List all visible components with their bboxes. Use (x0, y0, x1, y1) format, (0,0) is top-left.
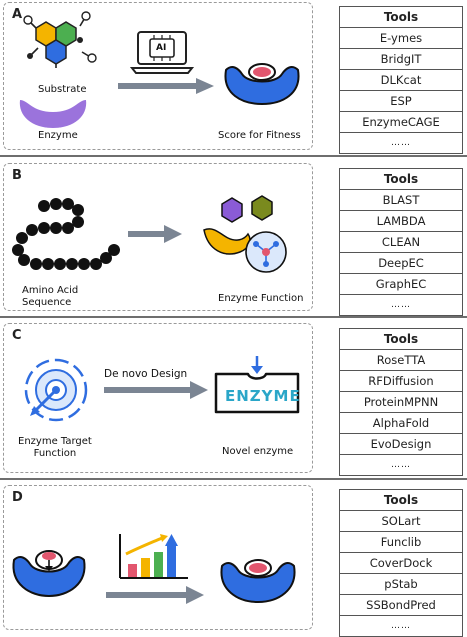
enzyme-before-icon (12, 550, 86, 598)
tool-item: ProteinMPNN (339, 391, 463, 413)
tool-item: DeepEC (339, 252, 463, 274)
tool-item: pStab (339, 573, 463, 595)
tools-table-a: Tools E-ymes BridgIT DLKcat ESP EnzymeCA… (339, 6, 463, 154)
panel-c: C (3, 323, 313, 473)
separator (0, 478, 467, 480)
panel-d: D (3, 485, 313, 630)
tools-header: Tools (339, 168, 463, 190)
enzyme-after-icon (220, 559, 296, 604)
panel-b: B (3, 163, 313, 311)
tool-item: RFDiffusion (339, 370, 463, 392)
novel-enzyme-icon (214, 356, 300, 414)
tool-item: ESP (339, 90, 463, 112)
panel-a: A (3, 2, 313, 150)
tool-item: E-ymes (339, 27, 463, 49)
panel-letter-b: B (12, 168, 22, 183)
tool-item: AlphaFold (339, 412, 463, 434)
tool-ellipsis: …… (339, 615, 463, 637)
separator (0, 316, 467, 318)
tool-item: BridgIT (339, 48, 463, 70)
tools-header: Tools (339, 328, 463, 350)
novel-enzyme-label: Novel enzyme (222, 446, 294, 457)
target-function-icon (24, 358, 88, 422)
score-label: Score for Fitness (218, 130, 301, 141)
arrow-c-icon (104, 381, 208, 399)
de-novo-label: De novo Design (104, 368, 188, 380)
tool-item: CLEAN (339, 231, 463, 253)
enzyme-blob-icon (19, 100, 87, 128)
panel-letter-c: C (12, 328, 22, 343)
amino-acid-label: Amino Acid Sequence (22, 285, 79, 308)
tools-table-d: Tools SOLart Funclib CoverDock pStab SSB… (339, 489, 463, 637)
tool-item: Funclib (339, 531, 463, 553)
tools-table-b: Tools BLAST LAMBDA CLEAN DeepEC GraphEC … (339, 168, 463, 316)
separator (0, 155, 467, 157)
arrow-d-icon (106, 586, 204, 604)
tool-item: SSBondPred (339, 594, 463, 616)
tool-item: EnzymeCAGE (339, 111, 463, 133)
enzyme-pocket-icon (224, 63, 300, 106)
improvement-chart-icon (119, 534, 188, 579)
enzyme-word-label: ENZYME (225, 387, 301, 405)
tools-header: Tools (339, 489, 463, 511)
tool-item: GraphEC (339, 273, 463, 295)
panel-letter-a: A (12, 7, 23, 22)
ai-laptop-icon (129, 31, 195, 74)
tool-item: CoverDock (339, 552, 463, 574)
enzyme-function-label: Enzyme Function (218, 293, 304, 304)
arrow-a-icon (118, 78, 214, 94)
target-function-label: Enzyme Target Function (18, 436, 92, 459)
enzyme-function-icon (203, 195, 287, 273)
tools-table-c: Tools RoseTTA RFDiffusion ProteinMPNN Al… (339, 328, 463, 476)
tool-item: EvoDesign (339, 433, 463, 455)
substrate-label: Substrate (38, 84, 87, 95)
tool-item: SOLart (339, 510, 463, 532)
enzyme-label: Enzyme (38, 130, 78, 141)
tool-ellipsis: …… (339, 294, 463, 316)
tool-item: LAMBDA (339, 210, 463, 232)
substrate-molecule-icon (23, 11, 97, 68)
panel-letter-d: D (12, 490, 23, 505)
tool-item: RoseTTA (339, 349, 463, 371)
amino-acid-chain-icon (12, 198, 120, 270)
tool-item: BLAST (339, 189, 463, 211)
tool-ellipsis: …… (339, 454, 463, 476)
tools-header: Tools (339, 6, 463, 28)
ai-chip-label: AI (156, 43, 167, 53)
tool-ellipsis: …… (339, 132, 463, 154)
arrow-b-icon (128, 225, 182, 243)
tool-item: DLKcat (339, 69, 463, 91)
